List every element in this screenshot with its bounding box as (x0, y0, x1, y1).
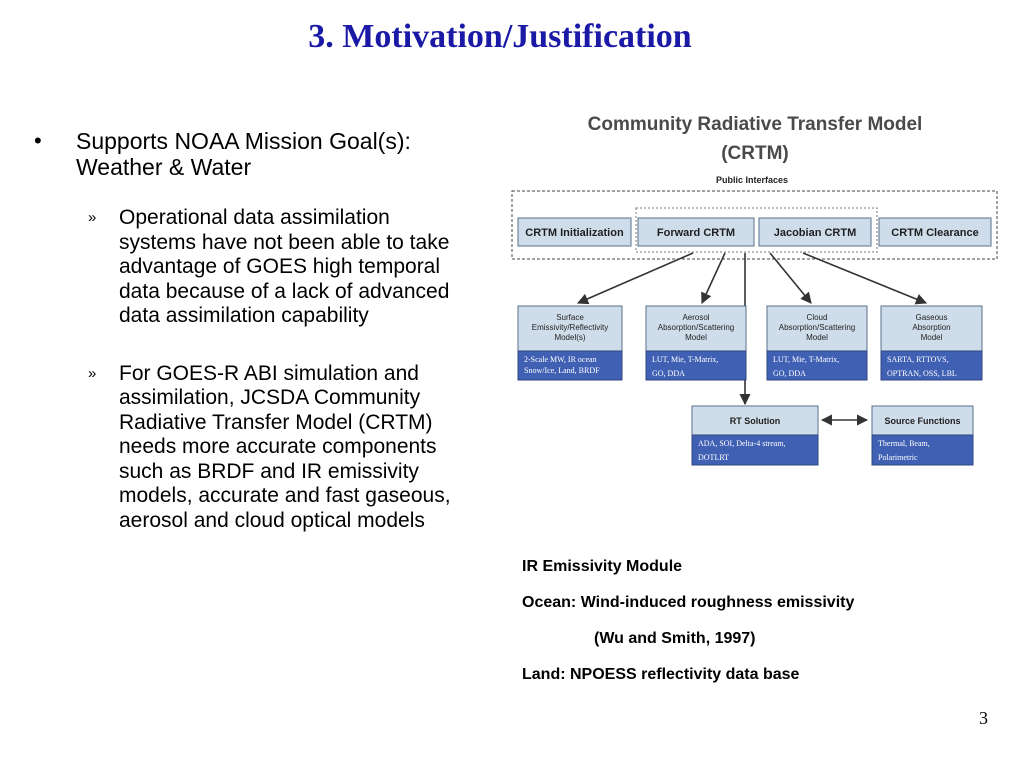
bullet-main-text: Supports NOAA Mission Goal(s): Weather &… (76, 128, 411, 180)
sub-bullet-marker: » (88, 209, 97, 226)
interface-box (878, 217, 992, 247)
model-title-line: Model (806, 333, 828, 342)
sub-bullet-1-text: Operational data assimilation systems ha… (119, 206, 450, 327)
public-interfaces-frame (511, 190, 998, 260)
interface-label: Forward CRTM (657, 227, 735, 239)
rt-solution-title: RT Solution (730, 416, 781, 426)
model-title-line: Cloud (807, 313, 828, 322)
sub-bullet-2: » For GOES-R ABI simulation and assimila… (34, 362, 454, 534)
interface-label: CRTM Clearance (891, 227, 978, 239)
public-interfaces-label: Public Interfaces (716, 175, 788, 185)
bullet-list: • Supports NOAA Mission Goal(s): Weather… (34, 128, 454, 533)
model-detail-line: SARTA, RTTOVS, (887, 355, 949, 364)
interface-label: CRTM Initialization (525, 227, 624, 239)
interface-boxes: CRTM Initialization Forward CRTM Jacobia… (517, 217, 992, 247)
source-functions-box: Source Functions Thermal, Beam, Polarime… (871, 405, 974, 466)
model-title-line: Model (921, 333, 943, 342)
diagram-arrows (576, 252, 928, 426)
notes-line-1: IR Emissivity Module (522, 558, 683, 575)
source-functions-title: Source Functions (884, 416, 960, 426)
model-title-line: Model (685, 333, 707, 342)
sub-bullet-2-text: For GOES-R ABI simulation and assimilati… (119, 361, 451, 532)
model-title-line: Absorption (912, 323, 950, 332)
model-detail-line: 2-Scale MW, IR ocean (524, 355, 597, 364)
notes-line-2: Ocean: Wind-induced roughness emissivity (522, 594, 855, 611)
bullet-dot: • (34, 128, 42, 153)
model-title-line: Absorption/Scattering (658, 323, 735, 332)
source-functions-detail-line: Polarimetric (878, 453, 918, 462)
bullet-main: • Supports NOAA Mission Goal(s): Weather… (34, 128, 454, 180)
sub-bullet-1: » Operational data assimilation systems … (34, 206, 454, 329)
interface-label: Jacobian CRTM (774, 227, 857, 239)
forward-jacobian-frame (635, 207, 878, 253)
model-detail-line: LUT, Mie, T-Matrix, (773, 355, 839, 364)
model-title-line: Aerosol (682, 313, 709, 322)
rt-solution-detail-line: ADA, SOI, Delta-4 stream, (698, 439, 786, 448)
rt-solution-box: RT Solution ADA, SOI, Delta-4 stream, DO… (691, 405, 819, 466)
model-detail-line: LUT, Mie, T-Matrix, (652, 355, 718, 364)
emissivity-notes: IR Emissivity Module Ocean: Wind-induced… (522, 549, 1002, 693)
model-title-line: Model(s) (554, 333, 585, 342)
model-cloud: Cloud Absorption/Scattering Model LUT, M… (766, 305, 868, 381)
model-title-line: Absorption/Scattering (779, 323, 856, 332)
interface-box (758, 217, 872, 247)
model-title-line: Surface (556, 313, 584, 322)
model-detail-line: GO, DDA (773, 369, 806, 378)
interface-box (637, 217, 755, 247)
model-detail-line: Snow/Ice, Land, BRDF (524, 366, 600, 375)
sub-bullet-marker: » (88, 364, 97, 382)
rt-solution-detail-line: DOTLRT (698, 453, 729, 462)
diagram-title-line1: Community Radiative Transfer Model (588, 114, 923, 135)
crtm-diagram: Community Radiative Transfer Model (CRTM… (511, 114, 998, 466)
model-aerosol: Aerosol Absorption/Scattering Model LUT,… (645, 305, 747, 381)
notes-line-3: (Wu and Smith, 1997) (594, 630, 756, 647)
page-number: 3 (979, 708, 988, 728)
model-title-line: Emissivity/Reflectivity (532, 323, 608, 332)
interface-box (517, 217, 632, 247)
source-functions-detail-line: Thermal, Beam, (878, 439, 930, 448)
notes-line-4: Land: NPOESS reflectivity data base (522, 666, 800, 683)
model-detail-line: OPTRAN, OSS, LBL (887, 369, 957, 378)
diagram-title-line2: (CRTM) (721, 143, 789, 164)
model-title-line: Gaseous (915, 313, 947, 322)
slide-title: 3. Motivation/Justification (308, 18, 692, 55)
model-surface: Surface Emissivity/Reflectivity Model(s)… (517, 305, 623, 381)
model-gaseous: Gaseous Absorption Model SARTA, RTTOVS, … (880, 305, 983, 381)
model-detail-line: GO, DDA (652, 369, 685, 378)
